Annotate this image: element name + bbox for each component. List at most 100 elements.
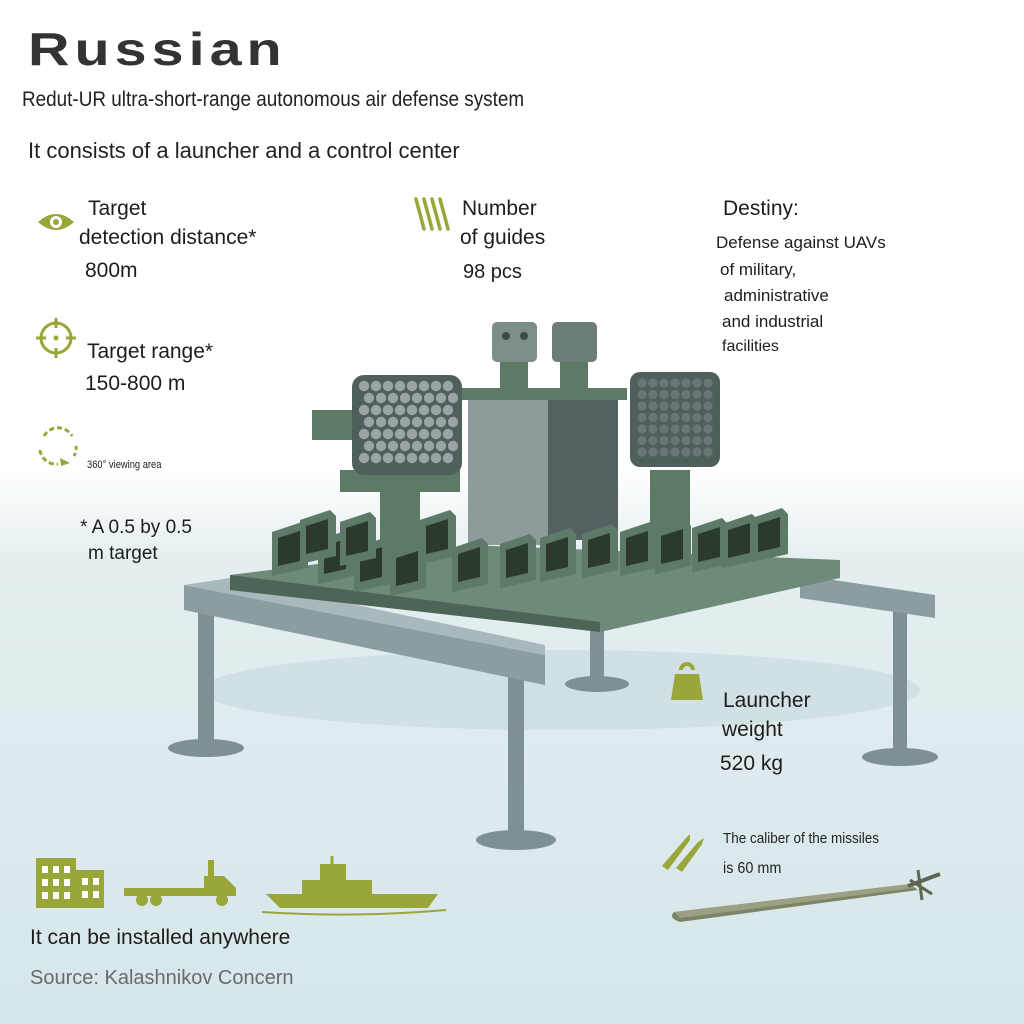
viewing-area-label: 360° viewing area: [87, 459, 162, 471]
installation-text: It can be installed anywhere: [30, 926, 291, 949]
launch-tube: [447, 416, 459, 428]
launch-tube: [435, 392, 447, 404]
launch-tube: [418, 404, 430, 416]
ship-icon: [261, 856, 447, 916]
launch-tube: [670, 401, 680, 411]
launch-tube: [358, 404, 370, 416]
guides-label-line1: Number: [462, 197, 537, 220]
launch-tube: [692, 435, 702, 446]
launch-tube: [648, 378, 658, 388]
launch-tube: [637, 447, 647, 457]
launch-tube: [681, 412, 691, 423]
launch-tube: [442, 404, 454, 416]
launch-tube: [423, 440, 435, 452]
weight-icon: [671, 662, 703, 700]
launch-tube: [692, 447, 702, 457]
caliber-label-line2: is 60 mm: [723, 860, 782, 877]
detection-label-line2: detection distance*: [79, 226, 257, 249]
page-title: Russian: [28, 23, 287, 75]
launch-tube: [423, 416, 435, 428]
launch-tube: [681, 389, 691, 400]
destiny-line: administrative: [724, 286, 829, 305]
launch-tube: [648, 389, 658, 400]
launch-tube: [447, 440, 459, 452]
range-value: 150-800 m: [85, 372, 186, 395]
launch-tube: [703, 435, 713, 446]
launch-tube: [681, 401, 691, 411]
launch-tube: [670, 378, 680, 388]
launch-tube: [411, 440, 423, 452]
launch-tube: [637, 401, 647, 411]
launch-tube: [430, 428, 442, 440]
destiny-heading: Destiny:: [723, 197, 799, 220]
launch-tube: [637, 435, 647, 446]
launch-tube: [670, 412, 680, 423]
launch-tube: [399, 440, 411, 452]
launch-tube: [435, 416, 447, 428]
source-credit: Source: Kalashnikov Concern: [30, 967, 294, 989]
weight-label-line1: Launcher: [723, 689, 811, 712]
launch-tube: [387, 416, 399, 428]
launch-tube: [442, 428, 454, 440]
destiny-line: of military,: [720, 260, 797, 279]
launch-tube: [382, 428, 394, 440]
bullets-icon: [662, 834, 704, 872]
truck-icon: [124, 860, 236, 906]
eye-icon: [38, 214, 74, 230]
launch-tube: [406, 452, 418, 464]
launch-tube: [692, 412, 702, 423]
launch-tube: [637, 424, 647, 434]
launch-tube: [394, 428, 406, 440]
system-composition-text: It consists of a launcher and a control …: [28, 138, 460, 163]
guides-icon: [414, 197, 450, 231]
launch-tube: [423, 392, 435, 404]
launch-tube: [703, 412, 713, 423]
launch-tube: [659, 424, 669, 434]
launch-tube: [411, 392, 423, 404]
launch-tube: [394, 452, 406, 464]
launch-tube: [681, 435, 691, 446]
launch-tube: [394, 404, 406, 416]
launch-tube: [659, 378, 669, 388]
launch-tube: [375, 416, 387, 428]
rail-module: [540, 528, 576, 582]
launch-tube: [370, 428, 382, 440]
launch-tube: [659, 401, 669, 411]
rail-module: [340, 512, 376, 566]
launch-tube: [637, 412, 647, 423]
launch-tube: [430, 380, 442, 392]
launch-tube: [648, 447, 658, 457]
launch-tube: [382, 452, 394, 464]
page-subtitle: Redut-UR ultra-short-range autonomous ai…: [22, 88, 525, 111]
launch-tube: [394, 380, 406, 392]
detection-label-line1: Target: [88, 197, 147, 220]
launch-tube: [670, 447, 680, 457]
launch-tube: [418, 428, 430, 440]
launch-tube: [406, 428, 418, 440]
launch-tube: [648, 401, 658, 411]
launch-tube: [382, 404, 394, 416]
launch-tube: [406, 404, 418, 416]
launch-tube: [670, 389, 680, 400]
guides-label-line2: of guides: [460, 226, 546, 249]
launch-tube: [692, 389, 702, 400]
launch-tube: [637, 389, 647, 400]
launch-tube: [681, 378, 691, 388]
launch-tube: [670, 435, 680, 446]
crosshair-icon: [36, 318, 76, 358]
range-label: Target range*: [87, 340, 214, 363]
guides-value: 98 pcs: [463, 261, 522, 283]
launch-tube: [681, 424, 691, 434]
launch-tube: [418, 380, 430, 392]
launch-tube: [637, 378, 647, 388]
launch-tube: [703, 401, 713, 411]
weight-label-line2: weight: [722, 718, 783, 741]
launch-tube: [411, 416, 423, 428]
launch-tube: [387, 392, 399, 404]
footnote-line1: * A 0.5 by 0.5: [80, 517, 192, 538]
launch-tube: [442, 380, 454, 392]
rail-module: [452, 538, 488, 592]
launch-tube: [670, 424, 680, 434]
launch-tube: [363, 440, 375, 452]
